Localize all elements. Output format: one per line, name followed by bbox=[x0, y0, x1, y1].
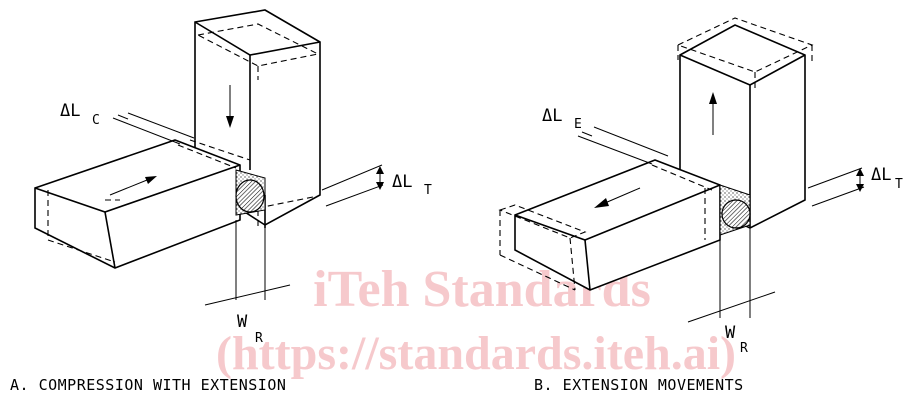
panel-b-delta-lt-label: ΔL bbox=[871, 165, 891, 185]
panel-a-delta-lc-label: ΔL bbox=[60, 101, 80, 121]
panel-a-joint-seal bbox=[235, 169, 266, 216]
panel-b-wr-label: W bbox=[725, 323, 736, 343]
panel-a-wr-label: W bbox=[237, 312, 248, 332]
panel-b-horizontal-member bbox=[498, 159, 721, 291]
panel-b-joint-seal bbox=[719, 184, 751, 236]
panel-a-dimension-wr: W R bbox=[204, 220, 291, 346]
panel-b-dimension-delta-lt: ΔL T bbox=[807, 165, 903, 207]
panel-a-horizontal-member bbox=[34, 139, 251, 269]
panel-a-delta-lc-subscript: C bbox=[92, 113, 100, 128]
panel-b-dimension-delta-le: ΔL E bbox=[542, 106, 669, 165]
watermark: iTeh Standards (https://standards.iteh.a… bbox=[216, 261, 736, 380]
panel-b-wr-subscript: R bbox=[740, 341, 748, 356]
panel-a-right-arrow bbox=[109, 177, 153, 196]
panel-b-delta-lt-subscript: T bbox=[895, 177, 903, 192]
panel-b: ΔL E ΔL T W R B. EXTENSION MOVEMENTS bbox=[498, 17, 903, 394]
panel-b-delta-le-label: ΔL bbox=[542, 106, 562, 126]
watermark-line2: (https://standards.iteh.ai) bbox=[216, 327, 736, 380]
panel-a: ΔL C ΔL T W R A. COMPRESSION WITH EXTENS… bbox=[10, 9, 432, 394]
panel-a-delta-lt-label: ΔL bbox=[392, 172, 412, 192]
panel-a-dimension-delta-lc: ΔL C bbox=[60, 101, 195, 145]
panel-b-caption: B. EXTENSION MOVEMENTS bbox=[534, 376, 744, 394]
panel-a-caption: A. COMPRESSION WITH EXTENSION bbox=[10, 376, 286, 394]
panel-b-delta-le-subscript: E bbox=[574, 117, 582, 132]
panel-a-delta-lt-subscript: T bbox=[424, 183, 432, 198]
panel-b-dimension-wr: W R bbox=[687, 228, 776, 356]
panel-a-dimension-delta-lt: ΔL T bbox=[321, 164, 432, 207]
panel-a-wr-subscript: R bbox=[255, 331, 263, 346]
